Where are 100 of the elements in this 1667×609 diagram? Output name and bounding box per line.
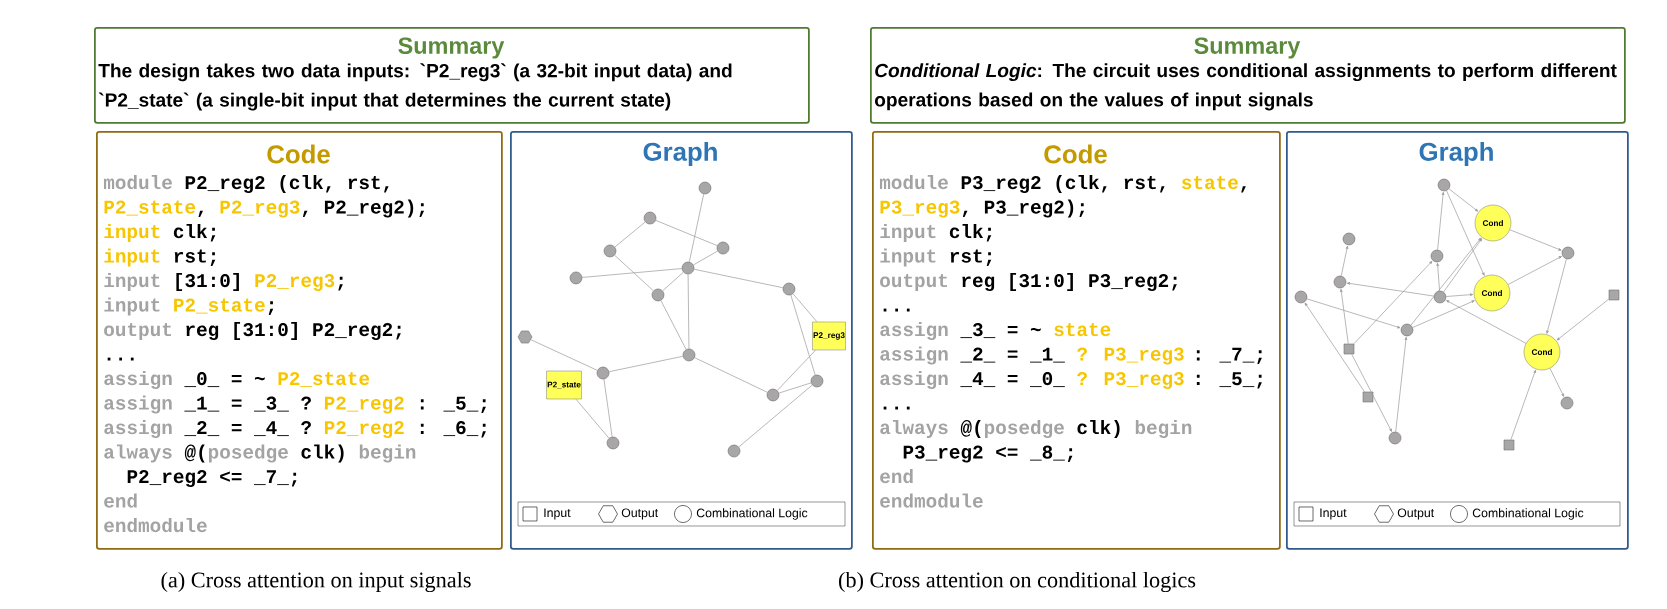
graph-node: [651, 288, 665, 302]
graph-node: [1294, 290, 1308, 304]
legend-item: Input: [1298, 506, 1347, 522]
code-line: assign _4_ = _0_ ? P3_reg3 : _5_;: [880, 371, 1262, 390]
graph-edge: [1510, 369, 1536, 441]
graph-edge: [778, 382, 812, 394]
graph-edge: [693, 268, 784, 289]
graph-node: [1333, 275, 1347, 289]
graph-edge: [1395, 336, 1408, 433]
node-label: P2_reg3: [220, 200, 300, 218]
condition-node: Cond: [1473, 274, 1511, 312]
node-label: @(: [184, 444, 205, 463]
graph-edge: [614, 254, 654, 292]
code-line: assign _0_ = ~ P2_state: [104, 371, 370, 390]
node-label: : _5_;: [420, 396, 486, 413]
graph-node: [1388, 431, 1402, 445]
code-line: input clk;: [880, 224, 992, 242]
condition-node: Cond: [1523, 333, 1561, 371]
graph-edge: [1351, 353, 1392, 432]
graph-node: [1342, 232, 1356, 246]
graph-edge: [1546, 258, 1567, 334]
graph-node: [682, 348, 696, 362]
graph-node: [1400, 323, 1414, 337]
graph-edge: [1412, 300, 1475, 328]
graph-edge: [575, 398, 610, 439]
node-label: assign: [104, 419, 172, 439]
input-node: [1608, 289, 1620, 301]
graph-node: [569, 271, 583, 285]
graph-edge: [792, 293, 818, 323]
graph-edge: [608, 355, 684, 373]
code-line: assign _2_ = _1_ ? P3_reg3 : _7_;: [880, 346, 1262, 365]
code-line: input [31:0] P2_reg3 ;: [104, 273, 343, 292]
code-line: end: [880, 469, 913, 484]
code-line: ...: [107, 357, 134, 361]
node-label: begin: [1135, 419, 1192, 439]
node-label: P3_reg2 (clk, rst,: [961, 175, 1165, 194]
graph-edge: [688, 193, 705, 263]
graph-edge: [1549, 368, 1565, 397]
node-label: ? P3_reg3: [1077, 372, 1184, 390]
node-label: posedge: [984, 419, 1064, 439]
summary-box: Summary The design takes two data inputs: `P2_reg3` (a 32-bit input data) and `P2_state` (a single-bit input that determines the current state): [94, 27, 810, 124]
graph-edge: [1556, 298, 1610, 341]
graph-node: [1437, 178, 1451, 192]
graph-edge: [1509, 229, 1562, 251]
node-label: : _7_;: [1196, 347, 1262, 364]
graph-edge: [655, 220, 718, 246]
graph-node: [698, 181, 712, 195]
node-label: module: [879, 175, 948, 190]
node-label: _2_ = _4_ ?: [184, 421, 311, 437]
graph-edge: [1340, 288, 1349, 345]
node-label: : _5_;: [1196, 372, 1262, 389]
legend-item: Combinational Logic: [1450, 505, 1584, 523]
code-line: input clk;: [104, 224, 216, 242]
node-label: _2_ = _1_: [960, 347, 1065, 363]
graph-edge: [1346, 282, 1435, 297]
node-label: begin: [359, 444, 416, 463]
graph-node: [782, 282, 796, 296]
node-label: posedge: [208, 444, 288, 463]
graph-edge: [1437, 191, 1445, 251]
graph-edge: [790, 294, 816, 376]
graph-node: [606, 436, 620, 450]
legend-item: Output: [1374, 505, 1435, 523]
node-label: assign: [104, 395, 172, 414]
node-label: always: [104, 444, 172, 463]
graph-node: [681, 261, 695, 275]
graph-edge: [1507, 256, 1562, 285]
code-line: P3_reg3 , P3_reg2);: [880, 199, 1085, 218]
graph-node: [596, 366, 610, 380]
graph-edge: [662, 271, 684, 292]
code-line: assign _3_ = ~ state: [880, 322, 1111, 341]
node-label: always: [880, 419, 948, 438]
node-label: , P2_reg2);: [302, 199, 425, 218]
input-signal-box: P2_reg3: [812, 321, 846, 351]
graph-edge: [1445, 293, 1474, 297]
graph-edge: [1306, 298, 1401, 329]
input-signal-box: P2_state: [546, 370, 582, 400]
graph-edge: [660, 300, 687, 350]
node-label: : _6_;: [420, 421, 486, 438]
caption: (a) Cross attention on input signals: [161, 571, 471, 593]
graph-edge: [694, 357, 768, 393]
code-line: P3_reg2 <= _8_;: [903, 445, 1073, 463]
node-label: ,: [198, 210, 204, 217]
node-label: P2_state: [104, 200, 196, 216]
code-line: output reg [31:0] P2_reg2;: [104, 322, 401, 341]
code-line: module P3_reg2 (clk, rst, state ,: [879, 175, 1246, 194]
code-line: input rst;: [104, 248, 216, 267]
node-label: ? P3_reg3: [1077, 347, 1184, 365]
node-label: input: [104, 273, 160, 291]
legend-item: Combinational Logic: [674, 505, 808, 523]
graph-edge: [581, 268, 683, 278]
graph-node: [716, 241, 730, 255]
graph-edge: [1436, 262, 1440, 292]
graph-edge: [693, 250, 718, 266]
graph-edge: [1410, 237, 1482, 326]
graph-edge: [1446, 300, 1527, 344]
code-line: end: [104, 493, 137, 508]
code-line: assign _1_ = _3_ ? P2_reg2 : _5_;: [104, 395, 486, 414]
code-line: input P2_state ;: [104, 297, 274, 316]
code-line: always @( posedge clk) begin: [880, 420, 1192, 439]
node-label: clk): [1077, 419, 1120, 438]
